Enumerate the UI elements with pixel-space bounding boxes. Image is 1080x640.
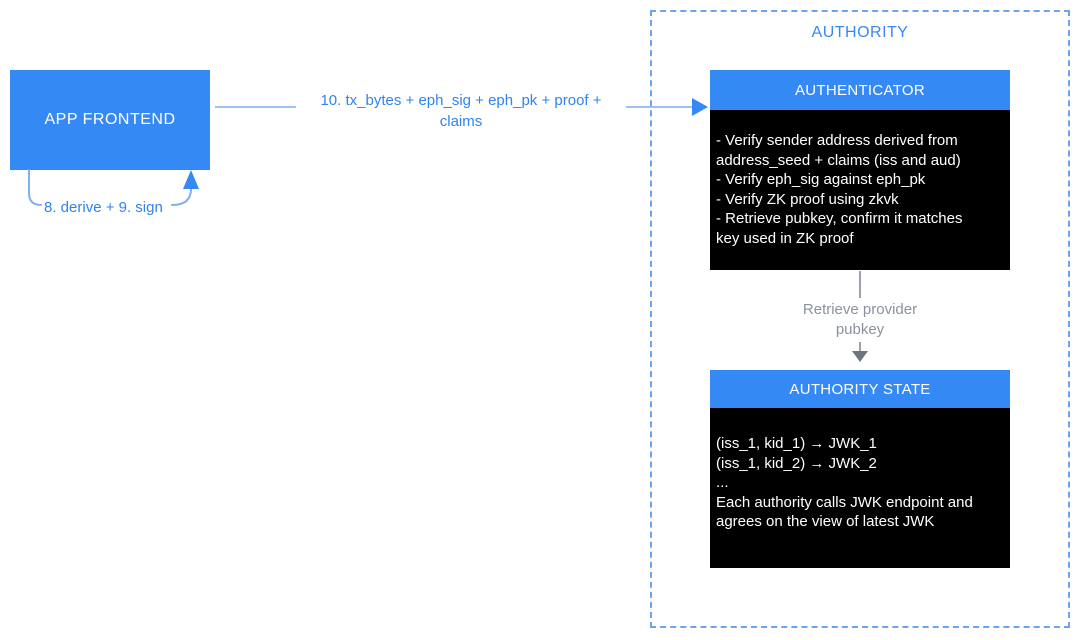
arrowhead-down-icon bbox=[852, 351, 868, 362]
arrowhead-up-icon bbox=[183, 170, 199, 189]
authority-container: AUTHORITY bbox=[650, 10, 1070, 628]
authenticator-header: AUTHENTICATOR bbox=[710, 70, 1010, 110]
authenticator-body-text: - Verify sender address derived from add… bbox=[710, 110, 1010, 270]
arrowhead-right-icon bbox=[692, 98, 708, 116]
app-frontend-label: APP FRONTEND bbox=[44, 111, 176, 128]
edge-label-retrieve-pubkey: Retrieve provider pubkey bbox=[802, 301, 918, 338]
self-loop-arrow bbox=[28, 169, 199, 206]
edge-label-derive-sign: 8. derive + 9. sign bbox=[44, 199, 163, 216]
node-app-frontend: APP FRONTEND bbox=[10, 70, 210, 170]
authority-state-header: AUTHORITY STATE bbox=[710, 370, 1010, 408]
node-authenticator: AUTHENTICATOR - Verify sender address de… bbox=[710, 70, 1010, 270]
authority-state-body-text: (iss_1, kid_1) → JWK_1 (iss_1, kid_2) → … bbox=[710, 408, 1010, 568]
edge-label-tx-bytes: 10. tx_bytes + eph_sig + eph_pk + proof … bbox=[296, 90, 626, 132]
node-authority-state: AUTHORITY STATE (iss_1, kid_1) → JWK_1 (… bbox=[710, 370, 1010, 568]
edge-authenticator-to-state-line bbox=[859, 271, 861, 298]
edge-authenticator-to-state-line2 bbox=[859, 342, 861, 352]
authority-container-title: AUTHORITY bbox=[811, 24, 909, 41]
